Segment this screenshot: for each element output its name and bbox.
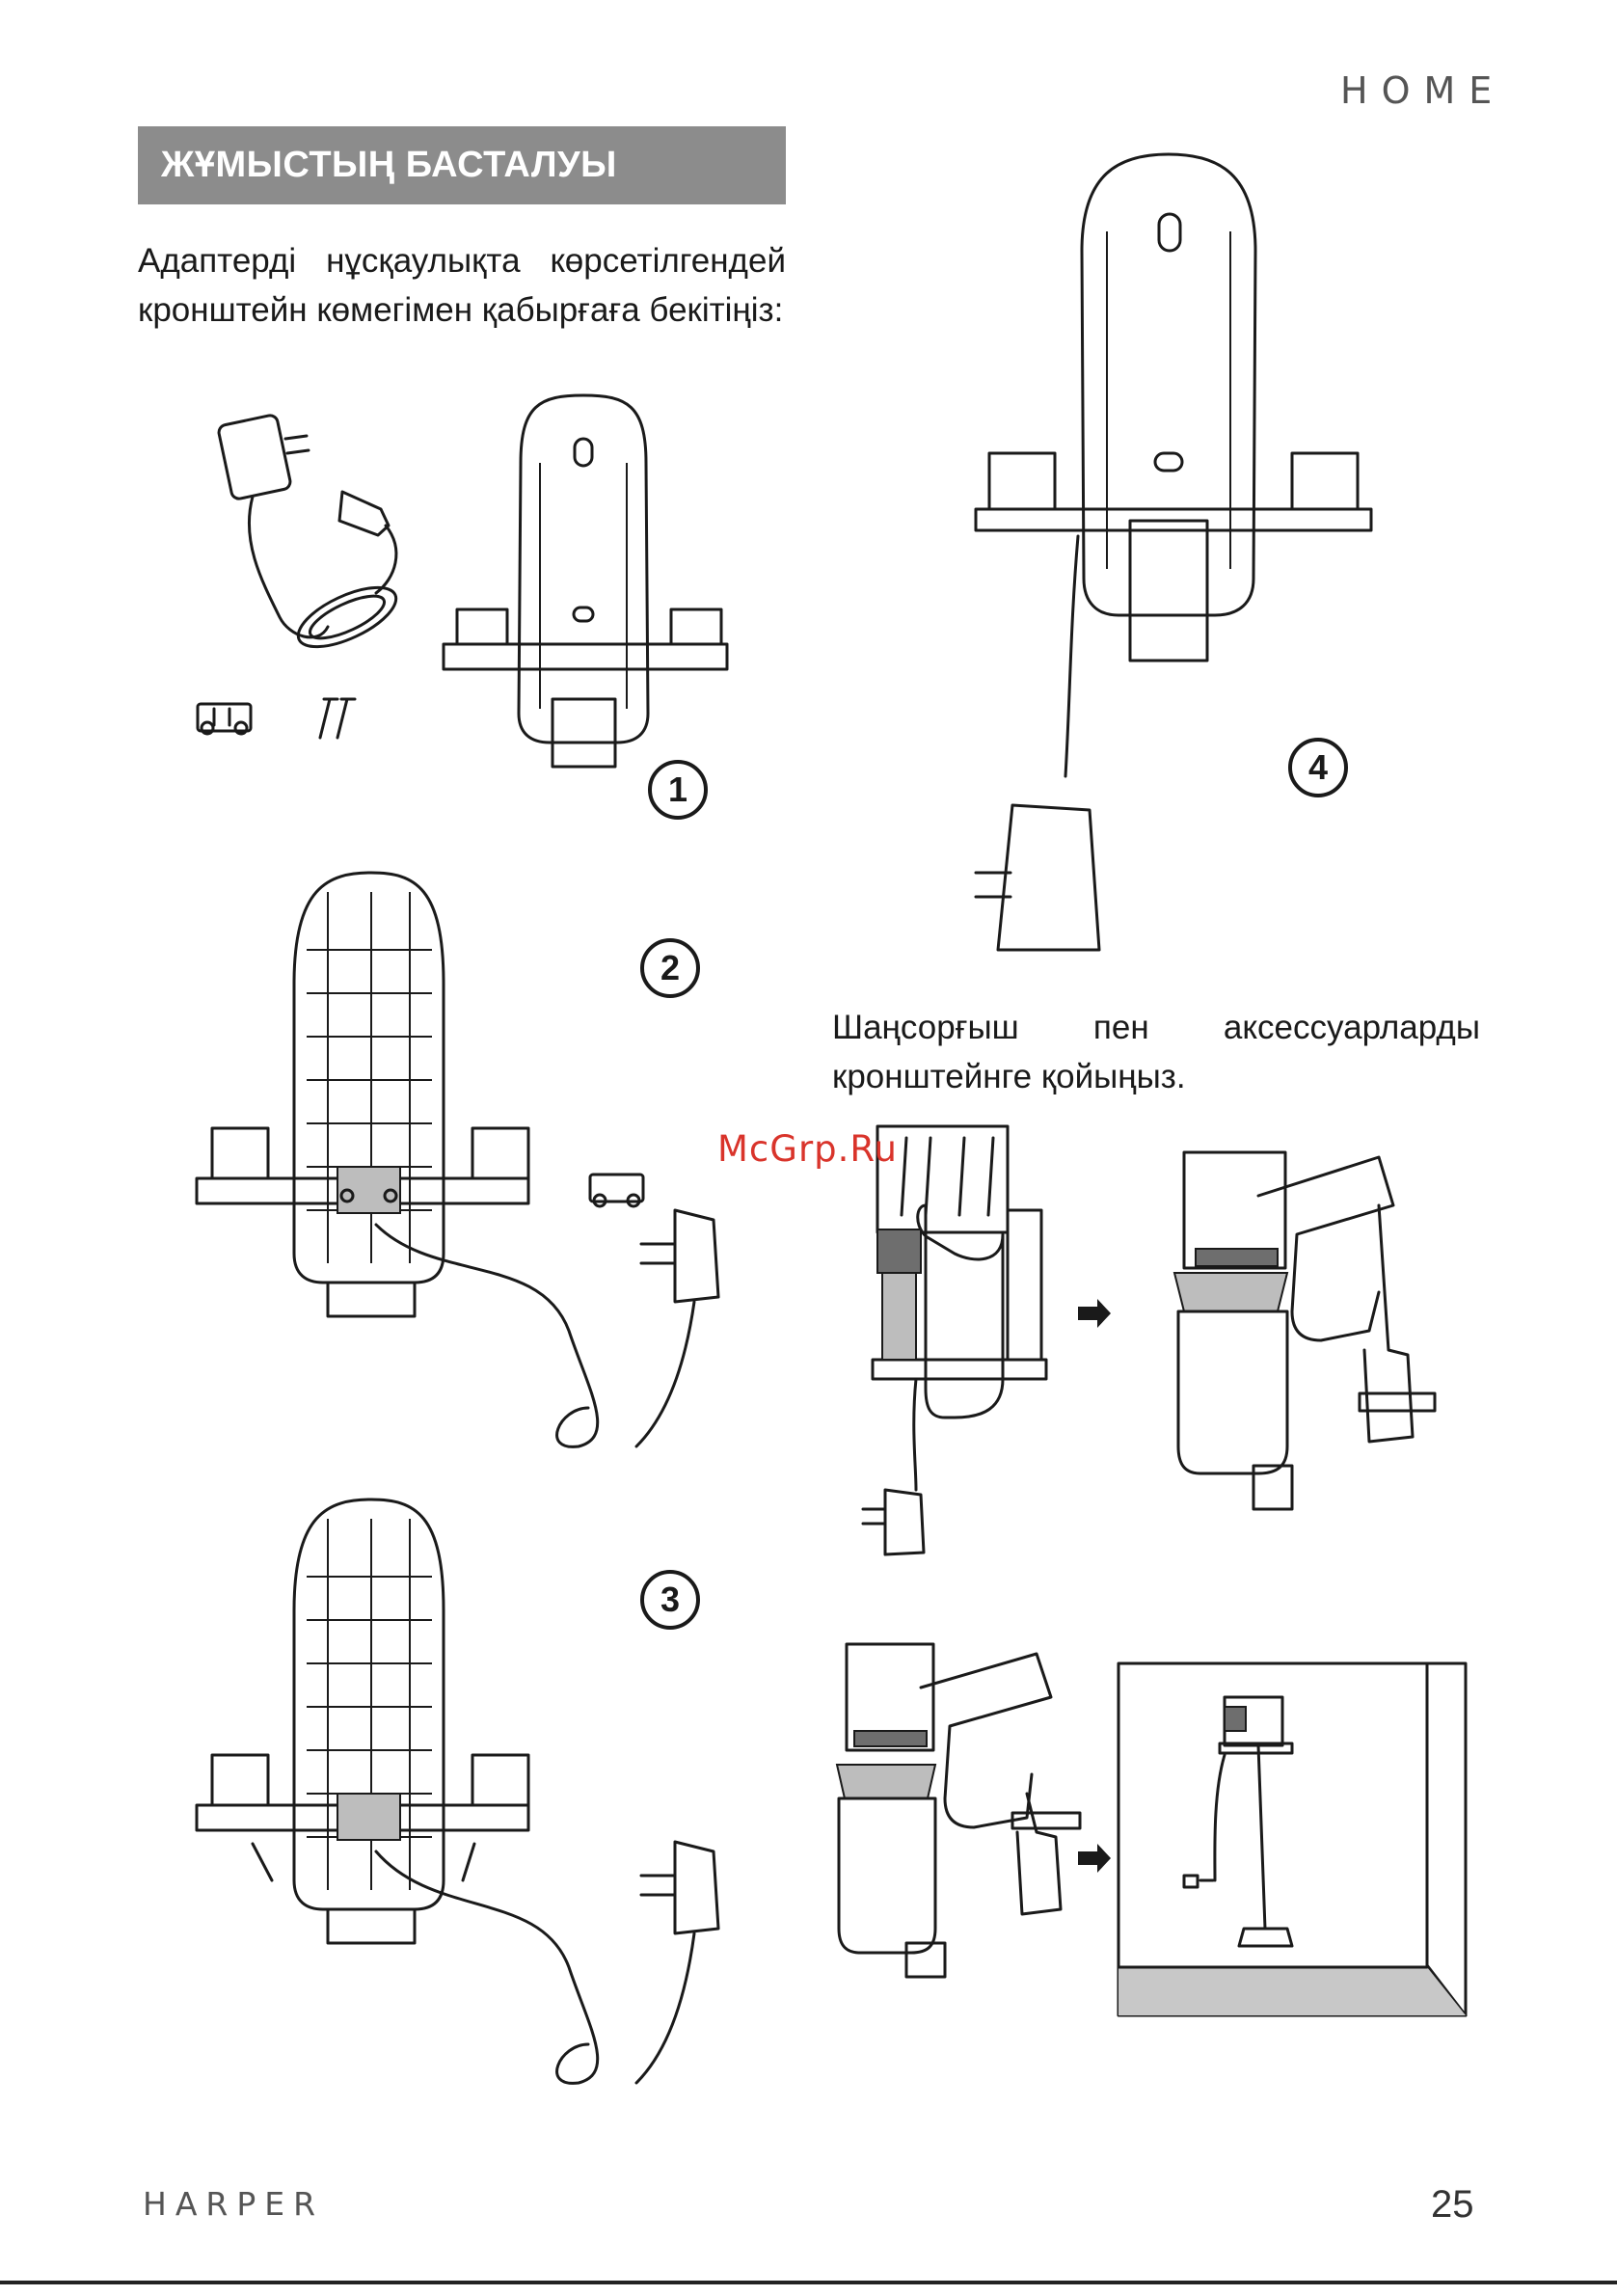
instruction-mount-text: Адаптерді нұсқаулықта көрсетілгендей кро… bbox=[138, 236, 786, 335]
screw-icon bbox=[320, 699, 355, 738]
page-number: 25 bbox=[1431, 2183, 1474, 2227]
step-number-1: 1 bbox=[648, 760, 708, 820]
bottom-divider bbox=[0, 2281, 1617, 2284]
watermark-link[interactable]: McGrp.Ru bbox=[717, 1128, 898, 1170]
footer-brand-logo: HARPER bbox=[143, 2185, 324, 2223]
arrow-right-icon bbox=[1078, 1844, 1111, 1873]
bracket-back-view-2 bbox=[197, 873, 718, 1446]
section-title: ЖҰМЫСТЫҢ БАСТАЛУЫ bbox=[138, 126, 786, 204]
holder-front-icon bbox=[444, 395, 727, 767]
vacuum-icon bbox=[1174, 1152, 1435, 1509]
accessories-bracket-icon bbox=[863, 1126, 1046, 1554]
step-number-2: 2 bbox=[640, 938, 700, 998]
holder-large-icon bbox=[976, 154, 1371, 950]
bracket-icon bbox=[198, 704, 251, 734]
bracket-back-view-3 bbox=[197, 1499, 718, 2083]
wall-room-icon bbox=[1118, 1663, 1466, 2015]
instruction-place-text: Шаңсорғыш пен аксессуарларды кронштейнге… bbox=[832, 1003, 1480, 1101]
adapter-icon bbox=[218, 414, 405, 659]
arrow-right-icon bbox=[1078, 1299, 1111, 1328]
step-number-4: 4 bbox=[1288, 738, 1348, 797]
brand-logo-home: HOME bbox=[1340, 69, 1505, 112]
step-number-3: 3 bbox=[640, 1570, 700, 1630]
vacuum-icon bbox=[837, 1644, 1080, 1977]
